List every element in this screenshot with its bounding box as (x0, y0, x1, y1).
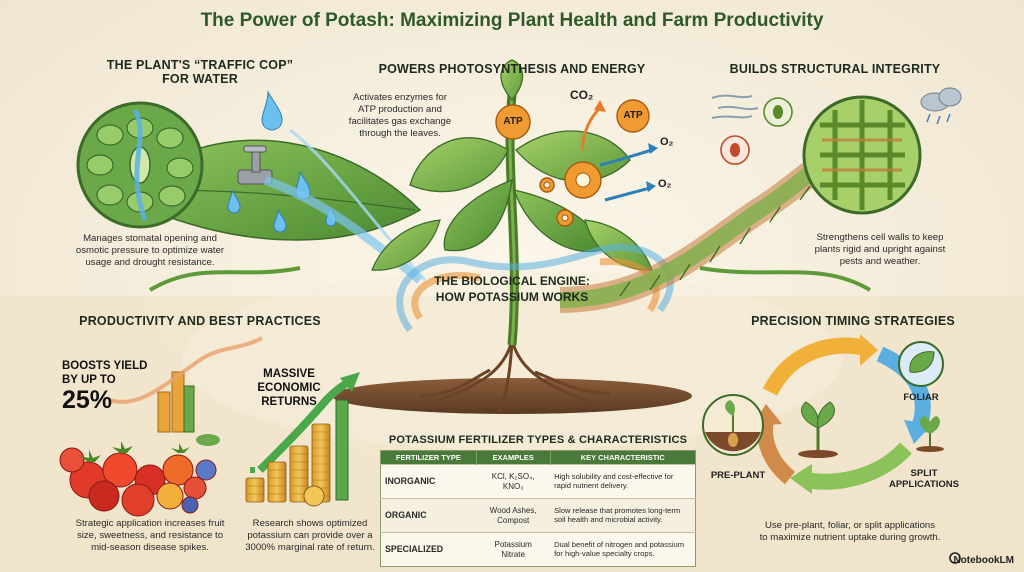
engine-line1: THE BIOLOGICAL ENGINE: (434, 274, 590, 288)
page-title: The Power of Potash: Maximizing Plant He… (200, 10, 824, 31)
brand-label: NotebookLM (953, 555, 1014, 566)
row-type-specialized: SPECIALIZED (380, 532, 477, 567)
examples-line2: Compost (497, 515, 530, 525)
row-examples-inorganic: KCl, K₂SO₄, KNO₃ (476, 464, 551, 499)
photo-description: Activates enzymes for ATP production and… (340, 92, 460, 140)
returns-line2: ECONOMIC (257, 381, 321, 394)
examples-line1: Wood Ashes, (489, 506, 537, 516)
timing-desc-line2: to maximize nutrient uptake during growt… (759, 531, 941, 543)
table-header-row: FERTILIZER TYPE EXAMPLES KEY CHARACTERIS… (380, 450, 697, 465)
yield-value: 25% (62, 386, 113, 414)
column-header-type: FERTILIZER TYPE (380, 450, 477, 465)
yield-desc-line3: mid-season disease spikes. (91, 541, 209, 553)
returns-desc-line3: 3000% marginal rate of return. (245, 541, 375, 553)
engine-label: THE BIOLOGICAL ENGINE: HOW POTASSIUM WOR… (412, 274, 612, 305)
photo-desc-line4: through the leaves. (359, 127, 441, 139)
water-heading: THE PLANT'S “TRAFFIC COP” FOR WATER (80, 58, 320, 86)
structure-description: Strengthens cell walls to keep plants ri… (780, 232, 980, 268)
engine-line2: HOW POTASSIUM WORKS (435, 289, 589, 304)
row-characteristic-specialized: Dual benefit of nitrogen and potassium f… (550, 532, 696, 567)
fertilizer-table-grid: FERTILIZER TYPE EXAMPLES KEY CHARACTERIS… (380, 450, 697, 567)
cell-wall-illustration (559, 87, 962, 313)
atp-label-gear2: ATP (623, 110, 643, 121)
table-row: ORGANIC Wood Ashes, Compost Slow release… (380, 498, 696, 533)
examples-line1: KCl, K₂SO₄, (491, 472, 535, 482)
row-examples-organic: Wood Ashes, Compost (476, 498, 551, 533)
returns-description: Research shows optimized potassium can p… (230, 518, 390, 554)
column-header-characteristic: KEY CHARACTERISTIC (550, 450, 697, 465)
split-line1: SPLIT (910, 468, 938, 479)
economic-returns-illustration (245, 372, 360, 507)
structure-desc-line3: pests and weather. (839, 255, 921, 267)
timing-cycle-illustration (702, 334, 944, 494)
returns-line3: RETURNS (261, 395, 317, 408)
notebooklm-logo (949, 552, 961, 564)
yield-label: BOOSTS YIELD BY UP TO (62, 360, 162, 388)
examples-line2: Nitrate (501, 549, 525, 559)
co2-label: CO₂ (570, 88, 594, 102)
row-type-inorganic: INORGANIC (380, 464, 477, 499)
returns-label: MASSIVE ECONOMIC RETURNS (244, 368, 334, 409)
row-characteristic-organic: Slow release that promotes long-term soi… (550, 498, 696, 533)
water-heading-line2: FOR WATER (162, 72, 238, 86)
timing-desc-line1: Use pre-plant, foliar, or split applicat… (764, 520, 936, 531)
examples-line2: KNO₃ (502, 481, 524, 491)
o2-label-upper: O₂ (660, 136, 674, 148)
yield-desc-line2: size, sweetness, and resistance to (76, 529, 224, 541)
timing-heading: PRECISION TIMING STRATEGIES (751, 314, 955, 328)
produce-illustration (59, 336, 263, 517)
photo-desc-line3: facilitates gas exchange (348, 115, 452, 127)
structure-desc-line1: Strengthens cell walls to keep (816, 232, 944, 243)
table-row: INORGANIC KCl, K₂SO₄, KNO₃ High solubili… (380, 464, 696, 499)
column-header-examples: EXAMPLES (476, 450, 551, 465)
photo-desc-line1: Activates enzymes for (353, 92, 447, 103)
examples-line1: Potassium (494, 540, 532, 550)
photo-heading: POWERS PHOTOSYNTHESIS AND ENERGY (378, 62, 646, 76)
timing-description: Use pre-plant, foliar, or split applicat… (740, 520, 960, 544)
fertilizer-table: POTASSIUM FERTILIZER TYPES & CHARACTERIS… (380, 434, 697, 567)
row-type-organic: ORGANIC (380, 498, 477, 533)
yield-desc-line1: Strategic application increases fruit (75, 518, 225, 529)
yield-line1: BOOSTS YIELD (62, 360, 148, 372)
yield-line2: BY UP TO (62, 373, 116, 386)
returns-line1: MASSIVE (263, 368, 315, 380)
yield-description: Strategic application increases fruit si… (50, 518, 250, 554)
foliar-label: FOLIAR (903, 392, 939, 403)
o2-label-lower: O₂ (658, 178, 672, 190)
split-line2: APPLICATIONS (888, 479, 960, 491)
water-heading-line1: THE PLANT'S “TRAFFIC COP” (106, 58, 294, 72)
stomata-leaf-illustration (76, 90, 427, 284)
central-plant-illustration (148, 59, 872, 414)
table-row: SPECIALIZED Potassium Nitrate Dual benef… (380, 532, 696, 567)
returns-desc-line1: Research shows optimized (252, 518, 368, 529)
row-characteristic-inorganic: High solubility and cost-effective for r… (550, 464, 696, 499)
productivity-heading: PRODUCTIVITY AND BEST PRACTICES (79, 314, 321, 328)
preplant-label: PRE-PLANT (710, 470, 766, 481)
water-description: Manages stomatal opening and osmotic pre… (30, 233, 270, 269)
structure-heading: BUILDS STRUCTURAL INTEGRITY (729, 62, 941, 76)
split-label: SPLIT APPLICATIONS (884, 468, 964, 491)
returns-desc-line2: potassium can provide over a (247, 529, 373, 541)
structure-desc-line2: plants rigid and upright against (814, 243, 946, 255)
fertilizer-table-title: POTASSIUM FERTILIZER TYPES & CHARACTERIS… (388, 434, 688, 446)
water-desc-line3: usage and drought resistance. (85, 256, 215, 268)
atp-label-gear1: ATP (503, 116, 523, 127)
row-examples-specialized: Potassium Nitrate (476, 532, 551, 567)
photo-desc-line2: ATP production and (358, 103, 442, 115)
water-desc-line1: Manages stomatal opening and (83, 233, 217, 244)
water-desc-line2: osmotic pressure to optimize water (75, 244, 225, 256)
